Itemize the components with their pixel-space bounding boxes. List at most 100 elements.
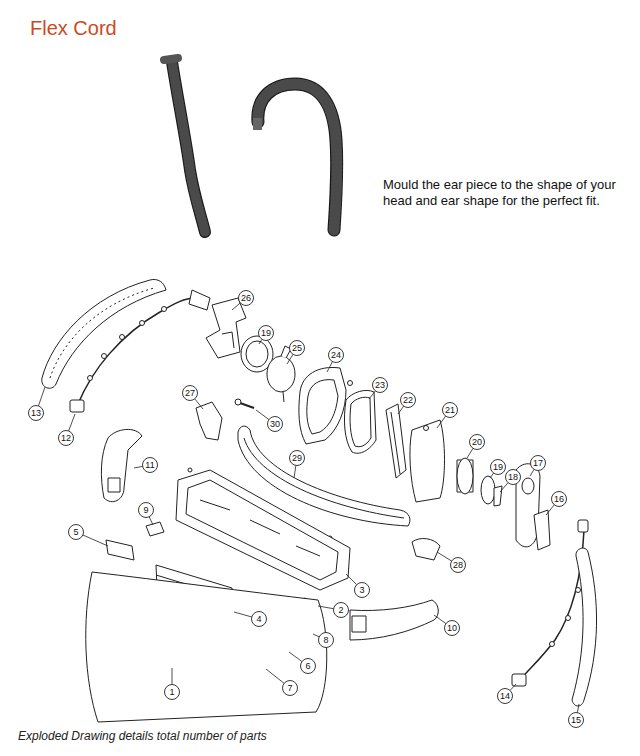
housing (307, 380, 338, 434)
leader-line (83, 535, 108, 546)
gasket (344, 390, 376, 453)
gasket (350, 397, 371, 446)
leader-line (318, 606, 334, 609)
leader-line (398, 406, 404, 414)
screw (188, 468, 192, 472)
cable-bead (120, 335, 125, 340)
cable-plug (512, 674, 526, 686)
leader-line (346, 574, 357, 585)
callout-number: 10 (442, 621, 462, 635)
frame (200, 500, 320, 556)
switch (106, 540, 134, 560)
callout-number: 7 (280, 681, 300, 695)
callout-number: 12 (56, 431, 76, 445)
ear-band (50, 288, 154, 378)
callout-number: 25 (287, 341, 307, 355)
ear-band (572, 548, 597, 706)
leader-line (437, 552, 452, 561)
leader-line (195, 399, 203, 409)
callout-number: 19 (256, 326, 276, 340)
leader-line (530, 469, 534, 476)
callout-number: 22 (398, 393, 418, 407)
cable-bead (566, 616, 571, 621)
leader-line (510, 684, 516, 690)
leader-line (434, 615, 446, 624)
end-piece (350, 600, 438, 640)
bracket (206, 298, 246, 358)
cable-plug (70, 400, 84, 412)
speaker (267, 356, 295, 392)
screw (240, 403, 254, 408)
callout-number: 4 (249, 612, 269, 626)
front-panel (86, 572, 327, 722)
cable-bead (576, 588, 581, 593)
disc (481, 476, 495, 504)
leader-line (266, 669, 284, 683)
screw (424, 426, 429, 431)
leader-line (256, 410, 269, 420)
cable (522, 530, 584, 678)
clip (412, 539, 440, 560)
leader-line (577, 704, 579, 713)
callout-number: 30 (265, 417, 285, 431)
frame (186, 480, 338, 580)
ear-band (42, 279, 166, 388)
leader-line (134, 466, 143, 468)
flex-cord (258, 84, 337, 230)
leader-line (149, 517, 153, 525)
flex-cord (164, 58, 178, 60)
ring (457, 458, 473, 494)
end-piece (101, 429, 142, 501)
leader-line (38, 387, 45, 406)
callout-number: 1 (162, 685, 182, 699)
callout-number: 24 (326, 348, 346, 362)
caption: Exploded Drawing details total number of… (18, 729, 267, 743)
callout-number: 29 (287, 451, 307, 465)
callout-number: 3 (352, 583, 372, 597)
callout-number: 27 (180, 386, 200, 400)
cover (410, 420, 445, 502)
leader-line (172, 668, 173, 685)
cable-plug (578, 520, 588, 532)
callout-number: 9 (136, 503, 156, 517)
leader-line (369, 391, 375, 399)
leader-line (289, 652, 302, 662)
callout-number: 6 (298, 659, 318, 673)
callout-number: 13 (26, 406, 46, 420)
disc (246, 341, 268, 367)
bracket (222, 332, 234, 348)
flex-cord (164, 58, 337, 232)
button (146, 522, 164, 536)
speaker (283, 392, 284, 402)
leader-line (490, 473, 494, 478)
cable-bead (140, 321, 145, 326)
callout-number: 20 (467, 435, 487, 449)
callout-number: 23 (370, 378, 390, 392)
callout-number: 14 (495, 689, 515, 703)
strip (386, 404, 406, 478)
leader-line (313, 634, 319, 637)
exploded-parts (42, 279, 597, 722)
frame (176, 470, 350, 590)
holder (522, 478, 534, 494)
leader-line (232, 303, 240, 310)
cable-bead (550, 642, 555, 647)
callout-number: 5 (66, 525, 86, 539)
callout-number: 21 (440, 403, 460, 417)
callout-number: 11 (140, 458, 160, 472)
leader-line (546, 505, 554, 515)
leader-line (259, 339, 262, 344)
cable-bead (102, 354, 107, 359)
flex-cord (253, 118, 262, 130)
leader-line (69, 414, 75, 431)
strip (391, 412, 400, 474)
callout-number: 17 (528, 456, 548, 470)
housing (299, 367, 346, 444)
leader-line (500, 483, 508, 492)
screw (235, 399, 241, 405)
callout-number: 2 (331, 603, 351, 617)
page-title: Flex Cord (30, 16, 117, 40)
leader-line (437, 416, 446, 428)
callout-number: 26 (236, 291, 256, 305)
